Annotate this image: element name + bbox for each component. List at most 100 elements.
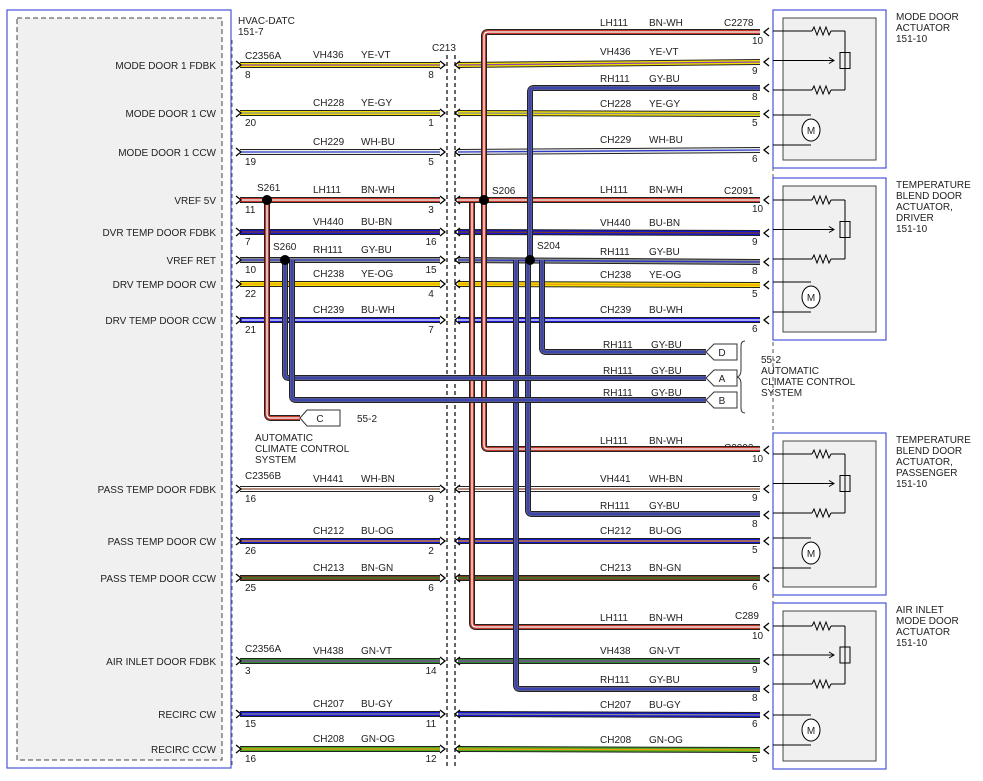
ref-color-1: GY-BU [651,366,682,377]
act-pin-arrow-13 [763,745,770,755]
actuator-inner-2 [782,440,877,588]
circuit-color-right-9: BU-OG [649,526,682,537]
wire-lh111-ref-c [264,200,300,421]
ref-letter-1: A [719,374,726,385]
extra-code-0: LH111 [600,18,628,29]
inline-arrow-in-11 [439,656,446,666]
resistor-icon [811,620,832,632]
circuit-color-left-13: GN-OG [361,734,395,745]
inline-pin-12: 11 [426,719,437,730]
inline-arrow-in-9 [439,536,446,546]
inline-pin-7: 7 [428,325,434,336]
circuit-color-right-8: WH-BN [649,474,683,485]
potentiometer-icon [839,52,851,69]
wire-lh111-act3 [481,200,760,452]
extra-pin-arrow-3 [763,510,770,520]
module-ref: 151-7 [238,27,264,38]
left-pin-11: 3 [245,666,251,677]
inline-arrow-in-6 [439,279,446,289]
motor-icon [801,718,821,742]
act-pin-2: 6 [752,154,758,165]
connector-act1: C2278 [724,18,754,29]
inline-pin-6: 4 [428,289,434,300]
circuit-code-left-12: CH207 [313,699,345,710]
splice-dot-2 [479,195,489,205]
circuit-color-left-10: BN-GN [361,563,393,574]
actuator-name-3-1: MODE DOOR [896,616,959,627]
wire-lh111-act4 [469,200,760,630]
act-pin-arrow-8 [763,484,770,494]
act-pin-12: 6 [752,719,758,730]
act-pin-5: 8 [752,266,758,277]
left-pin-4: 7 [245,237,251,248]
actuator-name-2-4: 151-10 [896,479,928,490]
act-pin-arrow-11 [763,656,770,666]
resistor-icon [811,84,832,96]
wire-right-4 [457,229,761,236]
potentiometer-icon [839,221,851,238]
inline-arrow-in-1 [439,108,446,118]
circuit-code-left-1: CH228 [313,98,345,109]
left-pin-9: 26 [245,546,257,557]
circuit-label-13: RECIRC CCW [151,745,217,756]
left-pin-2: 19 [245,157,257,168]
inline-pin-10: 6 [428,583,434,594]
circuit-code-left-5: RH111 [313,245,343,256]
act-pin-arrow-6 [763,280,770,290]
inline-arrow-in-12 [439,709,446,719]
circuit-label-12: RECIRC CW [158,710,216,721]
extra-pin-2: 10 [752,454,764,465]
circuit-color-right-4: BU-BN [649,218,680,229]
ref-code-2: RH111 [603,388,633,399]
actuator-name-2-1: BLEND DOOR [896,446,962,457]
actuator-name-0-1: ACTUATOR [896,23,950,34]
extra-code-5: RH111 [600,675,630,686]
ref-letter-0: D [718,348,725,359]
act-pin-10: 6 [752,582,758,593]
circuit-code-left-6: CH238 [313,269,345,280]
module-name: HVAC-DATC [238,16,295,27]
extra-code-1: RH111 [600,74,630,85]
ref-group-line3: SYSTEM [761,388,802,399]
circuit-code-left-11: VH438 [313,646,344,657]
circuit-code-right-8: VH441 [600,474,631,485]
ref-group-line2: CLIMATE CONTROL [761,377,856,388]
wire-right-5 [457,257,761,265]
circuit-label-1: MODE DOOR 1 CW [125,109,216,120]
ref-pointer-1 [705,369,738,387]
circuit-color-left-12: BU-GY [361,699,393,710]
ref-c-page: 55-2 [357,414,377,425]
potentiometer-icon [839,646,851,664]
ref-letter-2: B [719,396,726,407]
extra-pin-arrow-0 [763,27,770,37]
inline-pin-4: 16 [425,237,437,248]
circuit-code-right-7: CH239 [600,305,632,316]
wire-rh111-ref-d [539,260,706,355]
actuator-name-2-0: TEMPERATURE [896,435,971,446]
circuit-code-right-9: CH212 [600,526,632,537]
ref-c-text-1: AUTOMATIC [255,433,313,444]
act-pin-arrow-7 [763,315,770,325]
extra-color-5: GY-BU [649,675,680,686]
circuit-code-left-10: CH213 [313,563,345,574]
extra-code-4: LH111 [600,613,628,624]
inline-arrow-in-2 [439,147,446,157]
ref-group-line1: AUTOMATIC [761,366,819,377]
extra-pin-arrow-5 [763,684,770,694]
circuit-color-right-11: GN-VT [649,646,680,657]
circuit-code-left-2: CH229 [313,137,345,148]
circuit-color-right-1: YE-GY [649,99,680,110]
wire-right-6 [457,281,761,288]
motor-symbol-0: M [807,126,815,137]
extra-pin-arrow-2 [763,445,770,455]
inline-arrow-in-13 [439,744,446,754]
wires-layer [240,29,761,753]
connector-left-air: C2356A [245,644,281,655]
motor-symbol-1: M [807,293,815,304]
circuit-color-right-0: YE-VT [649,47,678,58]
circuit-label-11: AIR INLET DOOR FDBK [106,657,216,668]
circuit-color-right-6: YE-OG [649,270,681,281]
wire-lh111-act1 [481,29,760,200]
extra-pin-arrow-4 [763,622,770,632]
